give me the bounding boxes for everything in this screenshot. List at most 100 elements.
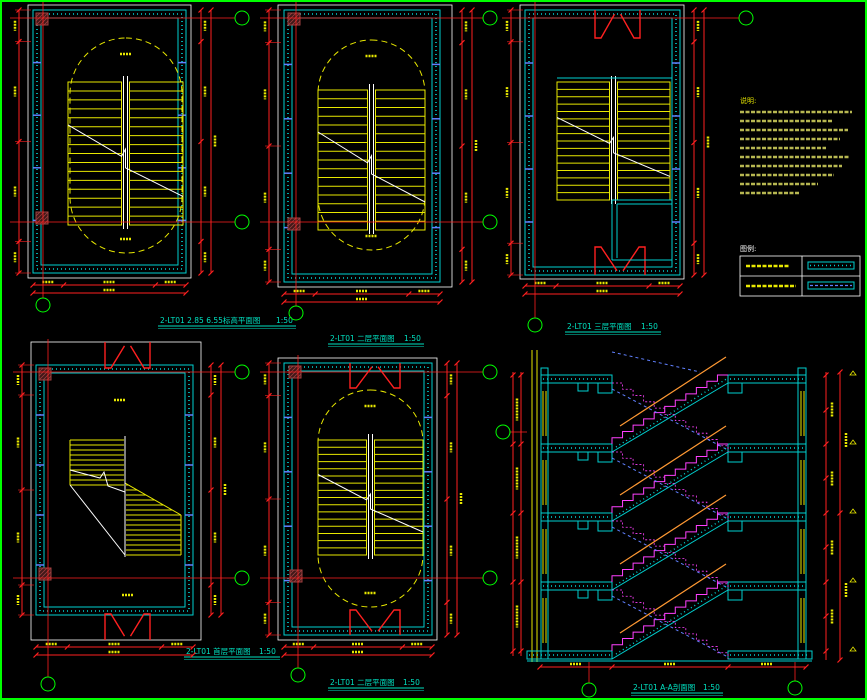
dimension-tick bbox=[310, 644, 317, 650]
column-hatch bbox=[295, 225, 301, 231]
dimension-tick bbox=[837, 657, 843, 663]
floor-slab bbox=[526, 650, 613, 660]
dimension-lines bbox=[13, 7, 217, 296]
flight-hatch bbox=[615, 377, 729, 448]
dimension-tick bbox=[399, 644, 406, 650]
door-swing bbox=[377, 363, 401, 389]
structural-column bbox=[35, 12, 49, 26]
door-swing bbox=[129, 342, 151, 369]
beam bbox=[727, 520, 743, 532]
dimension-tick bbox=[510, 579, 516, 585]
parapet bbox=[540, 367, 549, 376]
dimension-tick bbox=[437, 299, 443, 305]
grid-axis-bubble bbox=[234, 214, 250, 230]
wall-outer-edge bbox=[524, 9, 681, 276]
stair-break-line bbox=[317, 131, 426, 203]
dimension-lines bbox=[505, 7, 710, 297]
structural-column bbox=[287, 217, 301, 231]
dimension-tick bbox=[183, 282, 189, 288]
stair-break-line bbox=[69, 484, 126, 556]
wall-inner-edge bbox=[40, 17, 179, 266]
dimension-tick bbox=[429, 644, 435, 650]
dimension-tick bbox=[198, 38, 204, 45]
dimension-tick bbox=[518, 579, 524, 585]
dimension-tick bbox=[823, 510, 829, 516]
stair-flights bbox=[317, 434, 424, 559]
wall-inner-edge bbox=[43, 372, 186, 608]
dimension-tick bbox=[701, 272, 707, 278]
dimension-tick bbox=[444, 632, 450, 638]
legend-swatch bbox=[807, 281, 855, 290]
door-swing bbox=[349, 363, 373, 389]
handrail bbox=[619, 356, 727, 427]
dimension-lines bbox=[263, 7, 478, 305]
wall-hatch bbox=[287, 13, 437, 279]
dimension-tick bbox=[429, 652, 435, 658]
dimension-tick bbox=[469, 7, 475, 13]
dimension-tick bbox=[459, 279, 465, 285]
dimension-tick bbox=[725, 664, 731, 670]
dimension-tick bbox=[691, 7, 697, 13]
column-hatch bbox=[35, 211, 41, 217]
dimension-tick bbox=[691, 38, 697, 45]
floor-slab bbox=[540, 443, 613, 453]
door-swing bbox=[622, 246, 646, 275]
column-hatch bbox=[292, 369, 302, 379]
drawing-scale: 1:50 bbox=[404, 334, 421, 343]
beam bbox=[727, 382, 743, 394]
wall-hatch bbox=[39, 368, 190, 612]
dimension-tick bbox=[208, 362, 214, 368]
dimension-tick bbox=[823, 441, 829, 447]
title-block-plan-3: 2-LT01 三层平面图 1:50 bbox=[565, 322, 661, 335]
column-hatch bbox=[287, 217, 301, 231]
drawing-scale: 1:50 bbox=[703, 683, 720, 692]
dimension-tick bbox=[691, 139, 697, 146]
wall-inner-edge bbox=[291, 370, 425, 628]
dimension-tick bbox=[823, 544, 829, 550]
structural-column bbox=[38, 367, 52, 381]
stair-steps bbox=[611, 374, 728, 444]
dimension-lines bbox=[16, 362, 227, 658]
floor-slab bbox=[540, 512, 613, 522]
column-hatch bbox=[39, 215, 49, 225]
plan-5 bbox=[260, 355, 498, 683]
building-outline bbox=[277, 357, 438, 641]
grid-axis-bubble bbox=[527, 317, 543, 333]
handrail bbox=[619, 563, 727, 634]
level-mark bbox=[849, 508, 857, 514]
dimension-tick bbox=[208, 7, 214, 13]
dimension-tick bbox=[510, 441, 516, 447]
grid-axis-bubble bbox=[482, 570, 498, 586]
dimension-tick bbox=[518, 648, 524, 654]
dimension-tick bbox=[60, 282, 67, 288]
dimension-tick bbox=[152, 282, 159, 288]
stair-flight-outline bbox=[124, 482, 182, 516]
column-hatch bbox=[288, 365, 294, 371]
floor-slab bbox=[727, 374, 807, 384]
dimension-tick bbox=[823, 407, 829, 413]
dimension-tick bbox=[701, 7, 707, 13]
drawing-scale: 1:50 bbox=[259, 647, 276, 656]
dimension-lines bbox=[263, 360, 463, 658]
dimension-tick bbox=[823, 613, 829, 619]
dimension-tick bbox=[208, 582, 214, 588]
grid-axis-bubble bbox=[40, 676, 56, 692]
stair-break-line bbox=[317, 474, 424, 533]
flight-soffit bbox=[611, 382, 729, 453]
floor-slab bbox=[540, 581, 613, 591]
flight-soffit bbox=[611, 451, 729, 522]
dimension-tick bbox=[198, 7, 204, 13]
dimension-tick bbox=[208, 487, 214, 493]
door-swing bbox=[104, 342, 126, 369]
dimension-tick bbox=[183, 290, 189, 296]
dimension-tick bbox=[510, 372, 516, 378]
wall-outer-edge bbox=[283, 362, 433, 636]
column-hatch bbox=[297, 577, 303, 583]
dimension-tick bbox=[208, 392, 214, 398]
grid-axis-bubble bbox=[482, 364, 498, 380]
drawing-title: 2-LT01 首层平面图 bbox=[186, 646, 251, 656]
dimension-tick bbox=[444, 360, 450, 366]
stair-space-boundary bbox=[317, 39, 426, 251]
